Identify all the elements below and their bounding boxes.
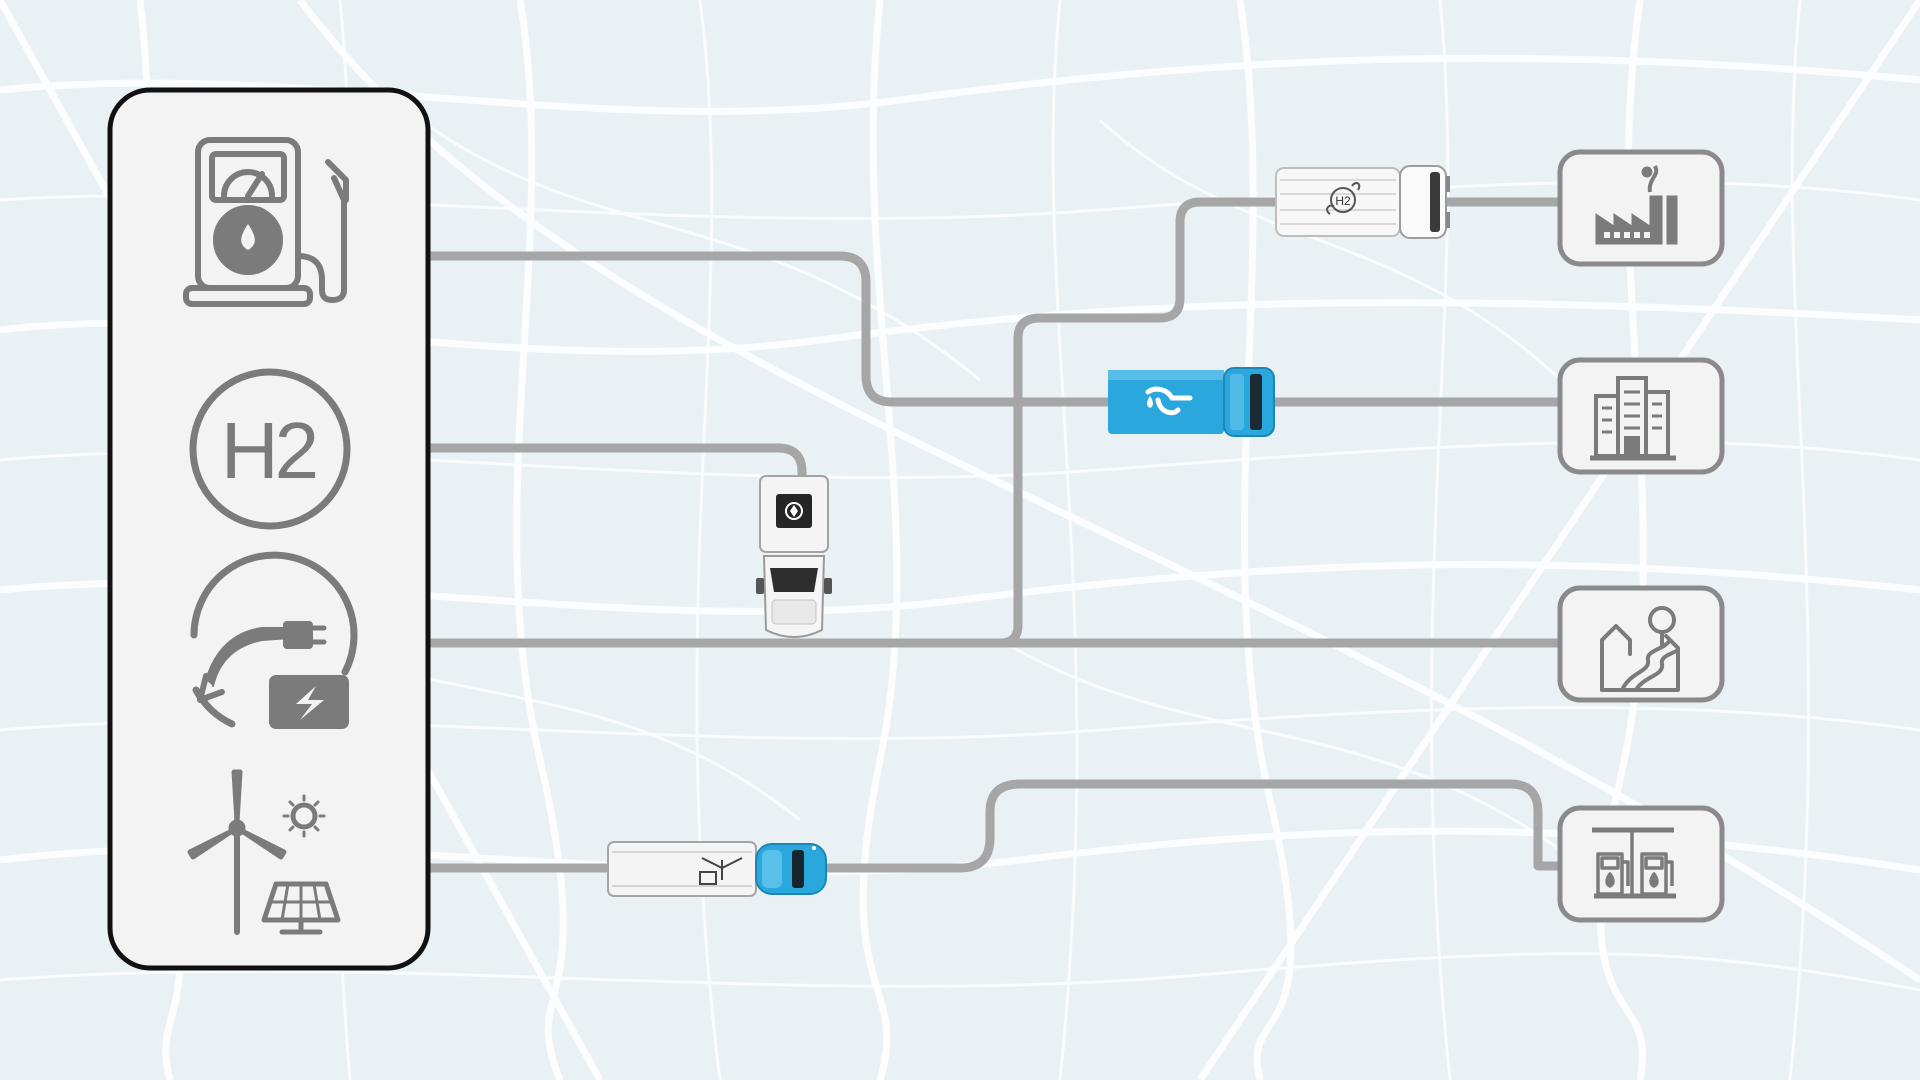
routes: [425, 197, 1565, 873]
office-buildings-icon: [1590, 376, 1676, 461]
energy-transport-truck: [607, 841, 827, 897]
hydrogen-truck-label: H2: [1335, 194, 1351, 208]
route-renewables-to-station: [425, 779, 1565, 873]
wind-turbine-solar-panel-icon: [187, 769, 341, 935]
hydrogen-tanker-truck: H2: [1275, 165, 1450, 239]
ev-charger-battery-icon: [190, 551, 358, 729]
h2-label: H2: [221, 406, 316, 495]
battery-pickup-truck: [756, 475, 832, 638]
fuel-station-icon: [1592, 827, 1676, 899]
route-fuel-to-buildings: [425, 251, 1565, 407]
factory-icon: [1595, 165, 1678, 245]
destination-fuel-station: [1557, 805, 1725, 923]
route-hydrogen: [425, 443, 807, 510]
rural-village-road-icon: [1600, 606, 1680, 692]
destination-factory: [1557, 149, 1725, 267]
destination-rural-village: [1557, 585, 1725, 703]
fuel-pump-icon: [183, 137, 349, 307]
energy-source-panel: H2: [107, 87, 431, 971]
fuel-tanker-truck: [1108, 367, 1275, 437]
route-charger-to-factory: [785, 197, 1565, 648]
destination-office-buildings: [1557, 357, 1725, 475]
hydrogen-h2-icon: H2: [189, 368, 351, 530]
